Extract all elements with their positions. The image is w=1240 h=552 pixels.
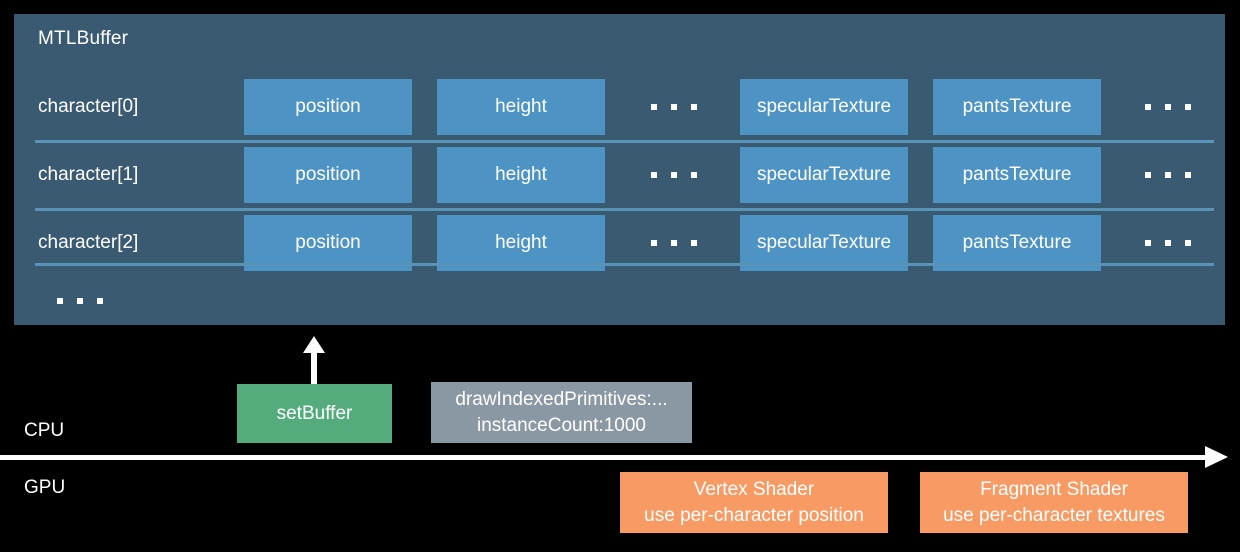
field-cell-position: position xyxy=(244,147,412,203)
timeline-axis xyxy=(0,455,1215,460)
row-label: character[0] xyxy=(38,96,139,117)
setbuffer-arrow-shaft xyxy=(311,350,317,386)
op-line-1: drawIndexedPrimitives:... xyxy=(455,388,668,410)
lane-label-gpu: GPU xyxy=(24,477,66,498)
row-divider xyxy=(35,140,1214,143)
field-cell-position: position xyxy=(244,79,412,135)
field-cell-pants-texture: pantsTexture xyxy=(933,147,1101,203)
ellipsis-icon xyxy=(651,172,697,178)
op-line-1: setBuffer xyxy=(276,402,353,424)
buffer-row-continuation xyxy=(14,273,1225,329)
mtlbuffer-title: MTLBuffer xyxy=(38,28,129,49)
row-divider xyxy=(35,263,1214,266)
op-line-1: Vertex Shader xyxy=(693,478,815,500)
field-cell-pants-texture: pantsTexture xyxy=(933,79,1101,135)
field-cell-pants-texture: pantsTexture xyxy=(933,215,1101,271)
lane-label-cpu: CPU xyxy=(24,420,65,441)
mtlbuffer-panel: MTLBuffer character[0] position height s… xyxy=(14,14,1225,325)
field-cell-position: position xyxy=(244,215,412,271)
row-label: character[2] xyxy=(38,232,139,253)
field-cell-height: height xyxy=(437,215,605,271)
field-cell-specular-texture: specularTexture xyxy=(740,147,908,203)
buffer-row-character-1: character[1] position height specularTex… xyxy=(14,147,1225,203)
timeline-arrow-icon xyxy=(1205,446,1228,468)
ellipsis-icon xyxy=(1145,240,1191,246)
field-cell-height: height xyxy=(437,147,605,203)
gpu-op-fragment-shader: Fragment Shader use per-character textur… xyxy=(920,472,1188,533)
buffer-row-character-0: character[0] position height specularTex… xyxy=(14,79,1225,135)
ellipsis-icon xyxy=(1145,172,1191,178)
ellipsis-icon xyxy=(1145,104,1191,110)
cpu-op-setbuffer: setBuffer xyxy=(237,384,392,443)
ellipsis-icon xyxy=(57,298,103,304)
op-line-2: instanceCount:1000 xyxy=(476,414,646,436)
ellipsis-icon xyxy=(651,104,697,110)
op-line-2: use per-character textures xyxy=(943,504,1165,526)
setbuffer-arrow-icon xyxy=(303,336,325,353)
field-cell-height: height xyxy=(437,79,605,135)
ellipsis-icon xyxy=(651,240,697,246)
op-line-1: Fragment Shader xyxy=(980,478,1128,500)
cpu-op-draw-indexed-primitives: drawIndexedPrimitives:... instanceCount:… xyxy=(431,382,692,443)
field-cell-specular-texture: specularTexture xyxy=(740,79,908,135)
row-label: character[1] xyxy=(38,164,139,185)
op-line-2: use per-character position xyxy=(644,504,864,526)
buffer-row-character-2: character[2] position height specularTex… xyxy=(14,215,1225,271)
field-cell-specular-texture: specularTexture xyxy=(740,215,908,271)
row-divider xyxy=(35,208,1214,211)
gpu-op-vertex-shader: Vertex Shader use per-character position xyxy=(620,472,888,533)
